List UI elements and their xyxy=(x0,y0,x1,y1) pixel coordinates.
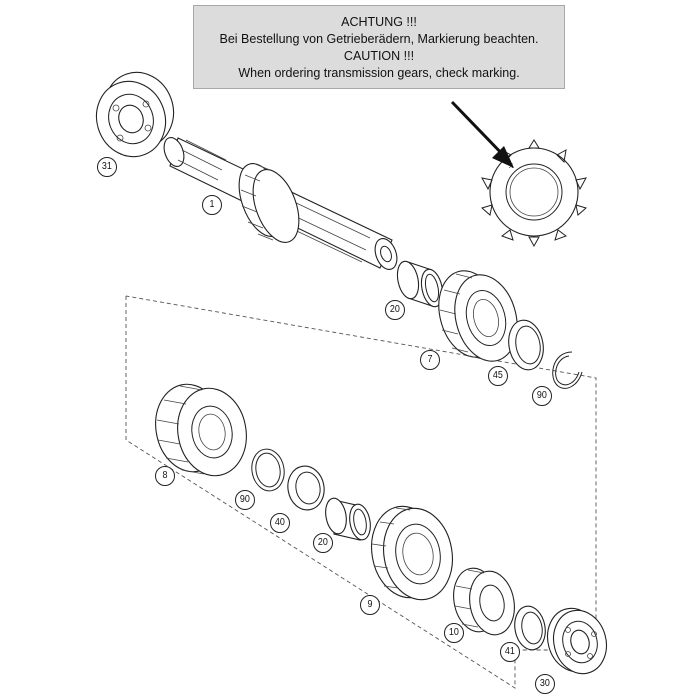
callout-90-lower: 90 xyxy=(235,490,255,510)
caution-notice: ACHTUNG !!! Bei Bestellung von Getrieber… xyxy=(193,5,565,89)
assembly-guide-dashed xyxy=(125,295,597,689)
callout-20-upper: 20 xyxy=(385,300,405,320)
callout-30: 30 xyxy=(535,674,555,694)
callout-45: 45 xyxy=(488,366,508,386)
washer-41 xyxy=(514,605,546,651)
callout-20-lower: 20 xyxy=(313,533,333,553)
callout-41: 41 xyxy=(500,642,520,662)
washer-45 xyxy=(508,319,544,371)
callout-10: 10 xyxy=(444,623,464,643)
svg-text:x: x xyxy=(509,161,513,170)
bushing-20-upper xyxy=(396,260,444,308)
callout-8: 8 xyxy=(155,466,175,486)
gear-8 xyxy=(155,383,247,477)
washer-40 xyxy=(287,465,325,511)
circlip-90-lower xyxy=(251,448,285,492)
notice-line-2: Bei Bestellung von Getrieberädern, Marki… xyxy=(219,32,539,46)
callout-9: 9 xyxy=(360,595,380,615)
bushing-20-lower xyxy=(325,497,371,541)
main-shaft xyxy=(163,137,398,270)
callout-7: 7 xyxy=(420,350,440,370)
bearing-30 xyxy=(547,607,607,675)
bearing-31 xyxy=(95,71,175,158)
gear-10 xyxy=(453,567,515,636)
gear-9 xyxy=(371,505,453,601)
notice-line-1: ACHTUNG !!! xyxy=(341,15,417,29)
marked-gear-detail: x xyxy=(450,100,588,248)
circlip-90-upper xyxy=(552,351,583,389)
callout-1: 1 xyxy=(202,195,222,215)
callout-31: 31 xyxy=(97,157,117,177)
gear-7 xyxy=(438,270,518,362)
notice-line-3: CAUTION !!! xyxy=(343,49,415,63)
callout-40: 40 xyxy=(270,513,290,533)
notice-line-4: When ordering transmission gears, check … xyxy=(238,66,520,80)
callout-90-upper: 90 xyxy=(532,386,552,406)
